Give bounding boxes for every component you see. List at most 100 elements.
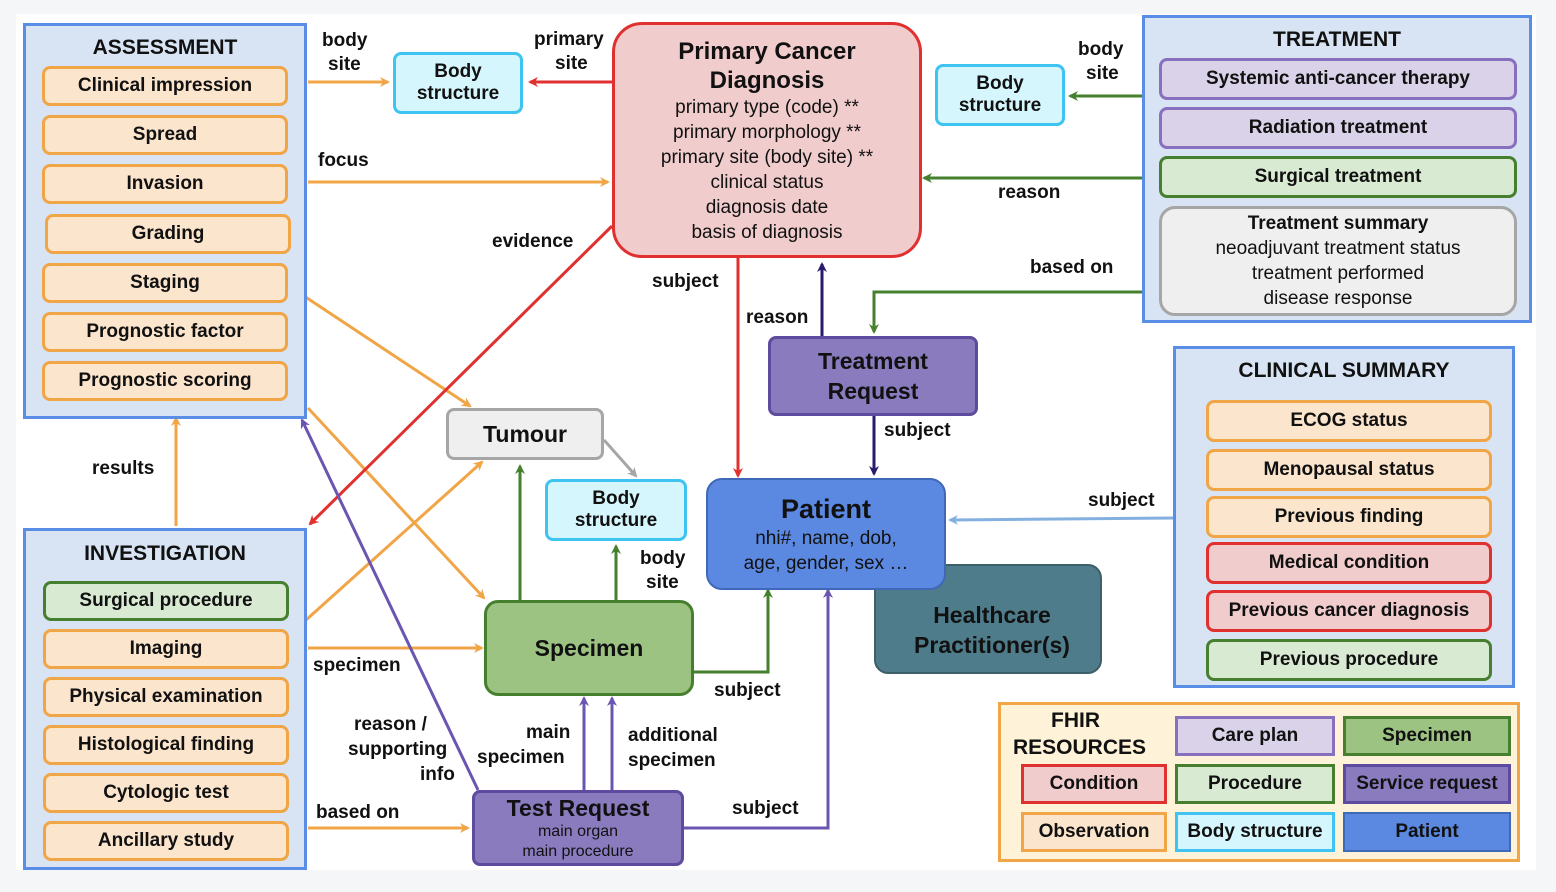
investigation-panel: INVESTIGATION Surgical procedure Imaging… — [23, 528, 307, 870]
clinical-item-menopausal[interactable]: Menopausal status — [1206, 449, 1492, 491]
test-request-node[interactable]: Test Request main organ main procedure — [472, 790, 684, 866]
label-primary-site: primary — [534, 29, 604, 50]
legend-title-line1: FHIR — [1051, 709, 1100, 732]
clinical-item-ecog[interactable]: ECOG status — [1206, 400, 1492, 442]
arrow-tumour-body-structure — [602, 439, 638, 478]
assessment-item-prognostic-factor[interactable]: Prognostic factor — [42, 312, 288, 352]
test-request-title: Test Request — [506, 795, 650, 821]
treatment-item-surgical[interactable]: Surgical treatment — [1159, 156, 1517, 198]
label-reason-supporting: info — [420, 764, 455, 785]
label-body-site: site — [646, 572, 679, 593]
practitioner-line2: Practitioner(s) — [914, 632, 1070, 658]
body-structure-label: Body — [592, 488, 640, 509]
investigation-item-surgical-procedure[interactable]: Surgical procedure — [43, 581, 289, 621]
arrow-subject-test — [684, 588, 833, 830]
patient-node[interactable]: Patient nhi#, name, dob, age, gender, se… — [706, 478, 946, 590]
clinical-item-previous-procedure[interactable]: Previous procedure — [1206, 639, 1492, 681]
test-request-line1: main organ — [537, 823, 619, 840]
legend-service-request: Service request — [1343, 764, 1511, 804]
treatment-request-line2: Request — [827, 378, 919, 404]
investigation-item-physical-examination[interactable]: Physical examination — [43, 677, 289, 717]
body-structure-label: structure — [416, 83, 500, 104]
diagnosis-field: clinical status — [710, 172, 824, 193]
patient-title: Patient — [780, 494, 872, 524]
label-primary-site: site — [555, 53, 588, 74]
assessment-item-staging[interactable]: Staging — [42, 263, 288, 303]
label-reason-supporting: reason / — [354, 714, 427, 735]
body-structure-label: structure — [574, 510, 658, 531]
label-based-on: based on — [1030, 257, 1114, 278]
assessment-item-clinical-impression[interactable]: Clinical impression — [42, 66, 288, 106]
diagnosis-field: primary type (code) ** — [675, 97, 859, 118]
assessment-item-grading[interactable]: Grading — [45, 214, 291, 254]
assessment-item-invasion[interactable]: Invasion — [42, 164, 288, 204]
legend-title-line2: RESOURCES — [1013, 736, 1147, 759]
treatment-panel: TREATMENT Systemic anti-cancer therapy R… — [1142, 15, 1532, 323]
label-focus: focus — [318, 150, 369, 171]
patient-fields-line1: nhi#, name, dob, — [755, 528, 897, 549]
arrow-evidence — [308, 224, 614, 526]
diagnosis-title-line2: Diagnosis — [709, 67, 825, 94]
label-subject: subject — [714, 680, 781, 701]
assessment-item-prognostic-scoring[interactable]: Prognostic scoring — [42, 361, 288, 401]
investigation-item-ancillary-study[interactable]: Ancillary study — [43, 821, 289, 861]
diagnosis-field: primary site (body site) ** — [660, 147, 874, 168]
body-structure-label: Body — [434, 61, 482, 82]
diagnosis-field: diagnosis date — [705, 197, 829, 218]
label-reason-supporting: supporting — [348, 739, 448, 760]
treatment-item-systemic-therapy[interactable]: Systemic anti-cancer therapy — [1159, 58, 1517, 100]
body-structure-treatment[interactable]: Body structure — [935, 64, 1065, 126]
legend-procedure: Procedure — [1175, 764, 1335, 804]
arrow-reason-supporting — [300, 418, 480, 791]
treatment-summary-line: neoadjuvant treatment status — [1215, 237, 1461, 259]
specimen-node[interactable]: Specimen — [484, 600, 694, 696]
treatment-summary[interactable]: Treatment summary neoadjuvant treatment … — [1159, 206, 1517, 316]
clinical-summary-panel: CLINICAL SUMMARY ECOG status Menopausal … — [1173, 346, 1515, 688]
diagnosis-title-line1: Primary Cancer — [678, 38, 856, 65]
arrow-assessment-tumour — [303, 294, 472, 408]
clinical-item-previous-finding[interactable]: Previous finding — [1206, 496, 1492, 538]
treatment-summary-line: disease response — [1263, 287, 1413, 309]
treatment-request-node[interactable]: Treatment Request — [768, 336, 978, 416]
arrow-subject-clinical-summary — [948, 514, 1175, 525]
legend-care-plan: Care plan — [1175, 716, 1335, 756]
diagnosis-field: basis of diagnosis — [691, 222, 843, 243]
assessment-item-spread[interactable]: Spread — [42, 115, 288, 155]
clinical-summary-title: CLINICAL SUMMARY — [1238, 359, 1450, 382]
label-body-site: body — [640, 548, 686, 569]
label-specimen: specimen — [313, 655, 401, 676]
label-subject: subject — [884, 420, 951, 441]
label-body-site: body — [1078, 39, 1124, 60]
patient-fields-line2: age, gender, sex … — [743, 553, 909, 574]
label-reason: reason — [998, 182, 1061, 203]
investigation-item-cytologic-test[interactable]: Cytologic test — [43, 773, 289, 813]
body-structure-label: structure — [958, 95, 1042, 116]
label-main-specimen: specimen — [477, 747, 565, 768]
label-subject: subject — [652, 271, 719, 292]
clinical-item-medical-condition[interactable]: Medical condition — [1206, 542, 1492, 584]
label-results: results — [92, 458, 155, 479]
practitioner-line1: Healthcare — [933, 602, 1051, 628]
treatment-summary-line: treatment performed — [1251, 262, 1425, 284]
treatment-request-line1: Treatment — [818, 348, 928, 374]
body-structure-assessment[interactable]: Body structure — [393, 52, 523, 114]
clinical-item-previous-cancer-diagnosis[interactable]: Previous cancer diagnosis — [1206, 590, 1492, 632]
test-request-line2: main procedure — [522, 843, 634, 860]
investigation-item-histological-finding[interactable]: Histological finding — [43, 725, 289, 765]
treatment-item-radiation[interactable]: Radiation treatment — [1159, 107, 1517, 149]
legend-specimen: Specimen — [1343, 716, 1511, 756]
arrow-based-on-treatment — [869, 290, 1142, 334]
body-structure-specimen[interactable]: Body structure — [545, 479, 687, 541]
label-additional-specimen: specimen — [628, 750, 716, 771]
tumour-node[interactable]: Tumour — [446, 408, 604, 460]
investigation-item-imaging[interactable]: Imaging — [43, 629, 289, 669]
legend-panel: FHIR RESOURCES Care plan Specimen Condit… — [998, 702, 1520, 862]
arrow-assessment-specimen — [306, 406, 486, 600]
label-subject: subject — [732, 798, 799, 819]
label-subject: subject — [1088, 490, 1155, 511]
primary-cancer-diagnosis[interactable]: Primary Cancer Diagnosis primary type (c… — [612, 22, 922, 258]
diagnosis-field: primary morphology ** — [673, 122, 861, 143]
label-evidence: evidence — [492, 231, 574, 252]
